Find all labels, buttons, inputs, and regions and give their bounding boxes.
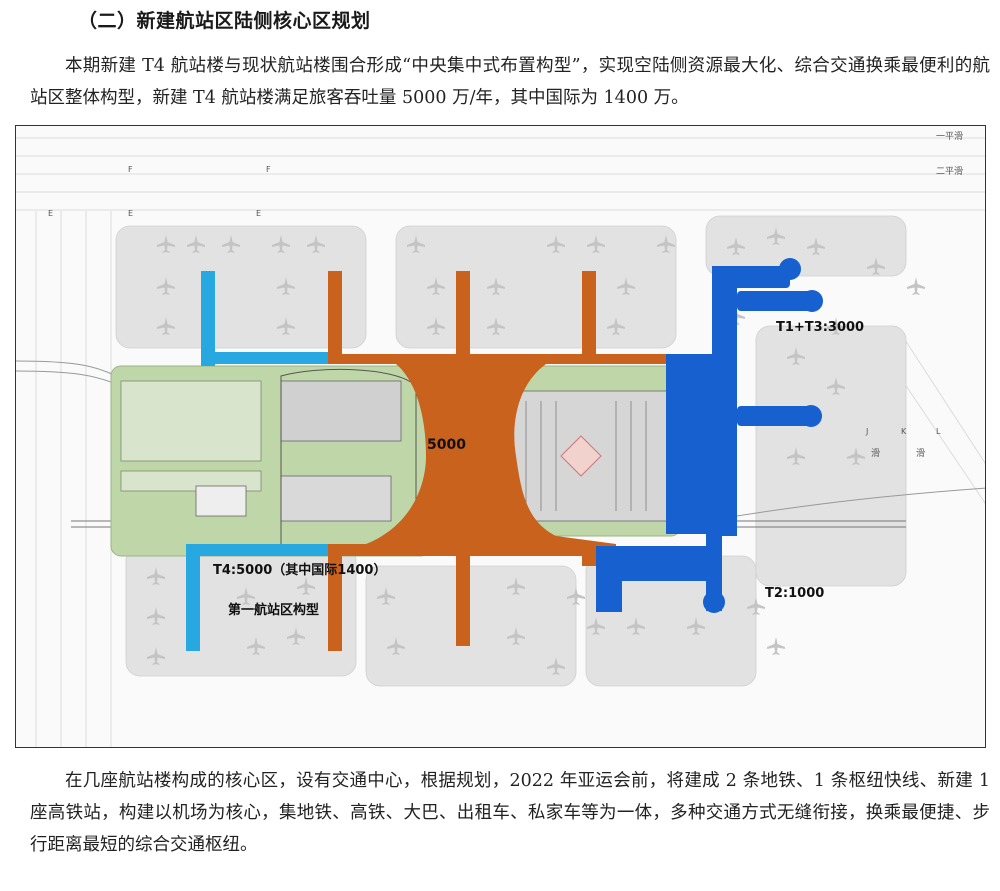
t1-t2-t3-terminals <box>596 258 823 613</box>
taxiway-letters: F F E E E J K L 滑 滑 一平滑 二平滑 <box>48 131 963 459</box>
taxiway-letter-5: E <box>256 209 261 218</box>
taxiway-slip-label-2: 滑 <box>916 448 925 459</box>
t4-detail-label: T4:5000（其中国际1400） <box>213 562 386 578</box>
taxiway-letter-3: E <box>48 209 53 218</box>
terminal-area-plan: F F E E E J K L 滑 滑 一平滑 二平滑 5000 T4:5000… <box>15 125 986 748</box>
t4-terminal <box>316 271 684 651</box>
taxiway-letter-6: J <box>865 427 868 436</box>
taxiway-slip-label: 滑 <box>871 448 880 459</box>
taxiway-letter-1: F <box>128 165 133 174</box>
layout-name-label: 第一航站区构型 <box>228 602 319 618</box>
taxiway-letter-7: K <box>901 427 907 436</box>
plan-drawing: F F E E E J K L 滑 滑 一平滑 二平滑 5000 T4:5000… <box>16 126 985 747</box>
taxiway-letter-4: E <box>128 209 133 218</box>
landside-zone <box>110 365 682 557</box>
taxiway-letter-2: F <box>266 165 271 174</box>
taxiway-grid <box>16 137 985 747</box>
second-parallel-taxiway-label: 二平滑 <box>936 166 963 177</box>
t2-capacity-label: T2:1000 <box>765 586 824 601</box>
t1-t3-capacity-label: T1+T3:3000 <box>776 320 864 335</box>
taxiway-letter-8: L <box>936 427 941 436</box>
first-parallel-taxiway-label: 一平滑 <box>936 131 963 142</box>
t4-capacity-label: 5000 <box>427 437 466 453</box>
hub-paragraph: 在几座航站楼构成的核心区，设有交通中心，根据规划，2022 年亚运会前，将建成 … <box>30 771 990 855</box>
t4-west-wings <box>186 271 328 651</box>
intro-paragraph: 本期新建 T4 航站楼与现状航站楼围合形成“中央集中式布置构型”，实现空陆侧资源… <box>30 56 990 108</box>
section-heading: （二）新建航站区陆侧核心区规划 <box>78 10 371 32</box>
